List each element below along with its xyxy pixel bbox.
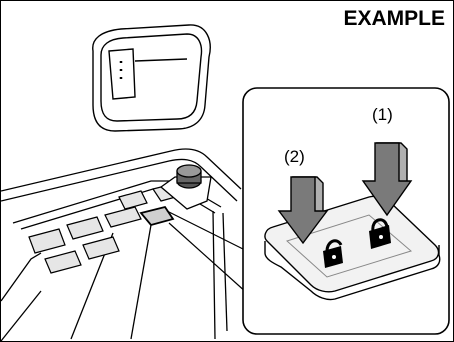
callout-2-label: (2) [284,147,305,167]
window-switches [29,183,183,273]
example-label: EXAMPLE [343,7,445,31]
leader-lines [167,211,247,293]
callout-1-label: (1) [372,105,393,125]
mirror-control-knob [161,165,211,209]
door-handle-drawing [93,25,210,131]
